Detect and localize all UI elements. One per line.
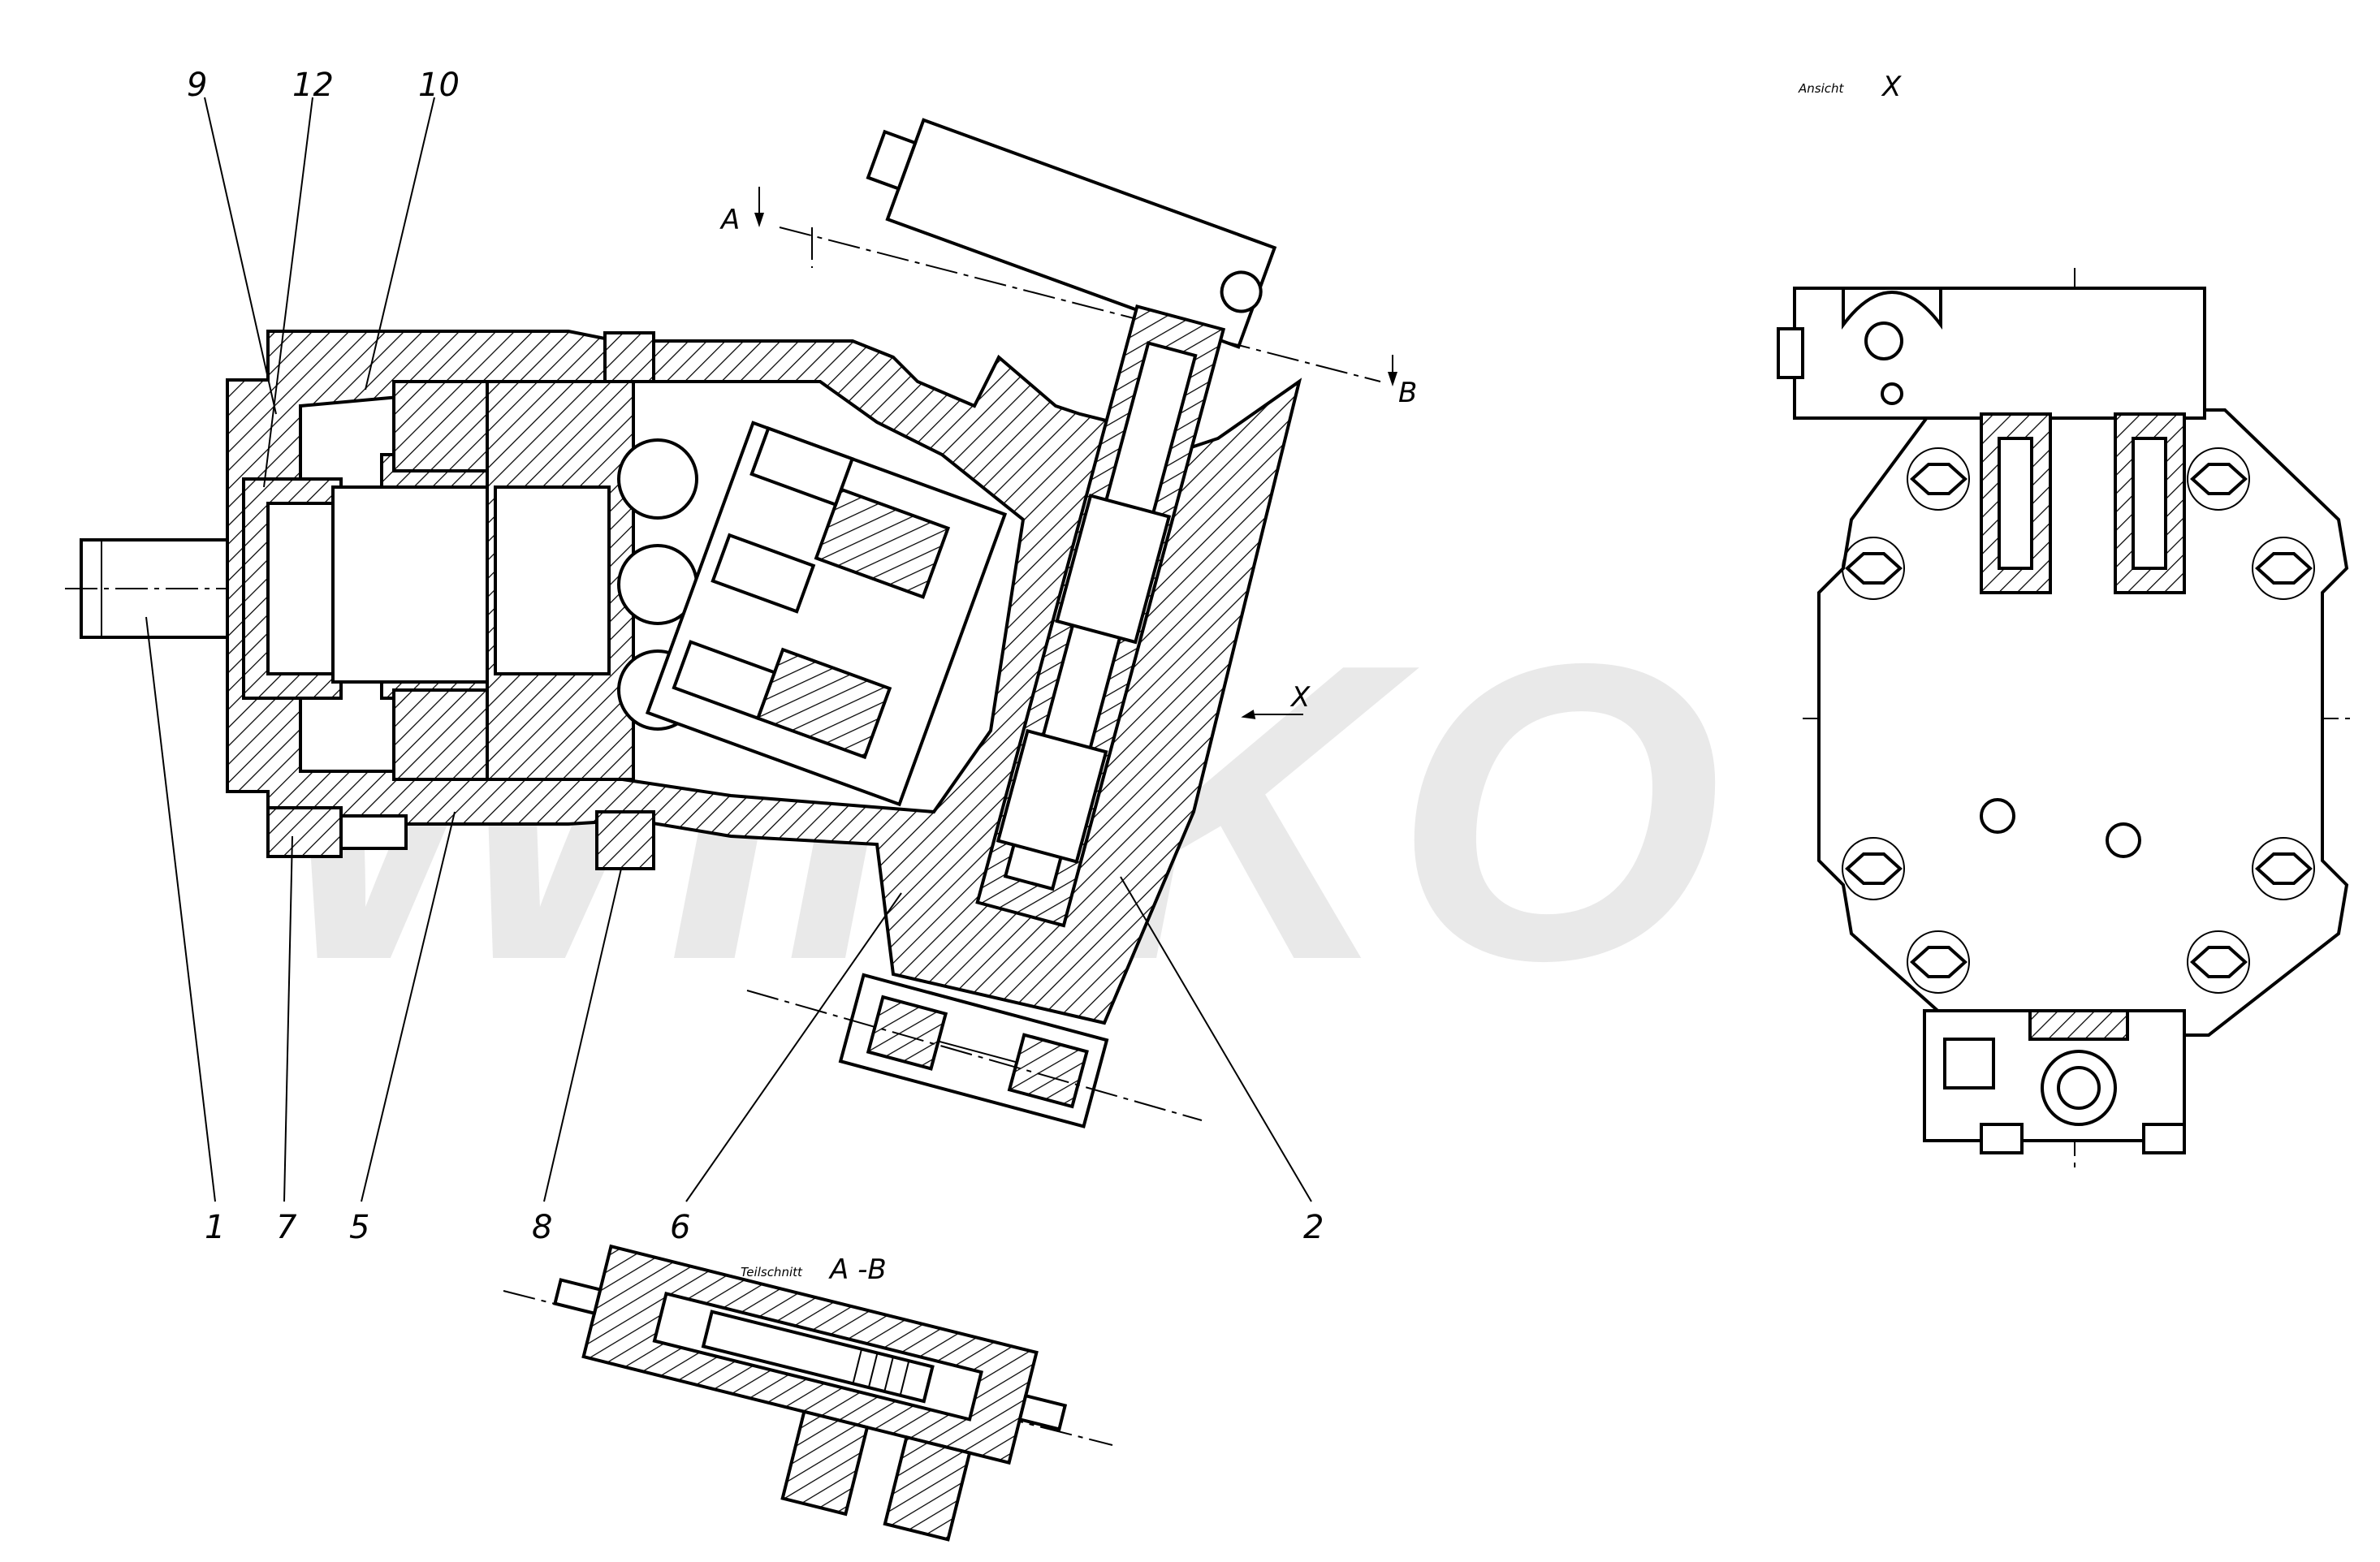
screw-7 bbox=[266, 806, 343, 858]
section-ab-prefix: Teilschnitt bbox=[741, 1265, 803, 1279]
part-label-9: 9 bbox=[187, 67, 207, 104]
bolt-mid-left bbox=[1845, 552, 1903, 585]
part-callouts: 9 12 10 1 7 5 8 6 2 bbox=[145, 67, 1324, 1246]
part-label-10: 10 bbox=[418, 67, 460, 104]
section-marker-b: B bbox=[1398, 377, 1417, 409]
bolt-bottom-left bbox=[1910, 946, 1967, 978]
view-x-bolts bbox=[1842, 447, 2315, 994]
view-marker-x: X bbox=[1289, 681, 1311, 714]
bolt-upper-right bbox=[2190, 463, 2248, 495]
plug-top bbox=[603, 331, 655, 383]
part-label-6: 6 bbox=[670, 1209, 690, 1246]
piston-ball-1 bbox=[617, 438, 698, 520]
part-label-1: 1 bbox=[205, 1209, 225, 1246]
section-ab-port-1 bbox=[780, 1409, 870, 1517]
part-label-2: 2 bbox=[1303, 1209, 1324, 1246]
part-label-12: 12 bbox=[292, 67, 334, 104]
bolt-bottom-right bbox=[2190, 946, 2248, 978]
view-x-prefix: Ansicht bbox=[1798, 81, 1845, 96]
section-marker-a: A bbox=[719, 204, 740, 236]
partial-section-ab: Teilschnitt A -B bbox=[503, 1244, 1113, 1542]
view-x-top-screw bbox=[1864, 321, 1903, 360]
view-x: Ansicht X bbox=[1777, 71, 2355, 1169]
bolt-low-right bbox=[2255, 852, 2313, 885]
view-x-control-block bbox=[1793, 287, 2206, 420]
part-label-5: 5 bbox=[349, 1209, 369, 1246]
section-ab-letters: A -B bbox=[828, 1253, 887, 1286]
part-label-8: 8 bbox=[532, 1209, 552, 1246]
bolt-upper-left bbox=[1910, 463, 1967, 495]
plug-8 bbox=[595, 810, 655, 870]
view-x-letter: X bbox=[1881, 71, 1902, 103]
view-x-port-left bbox=[1980, 798, 2015, 834]
main-section-view: A B X bbox=[65, 118, 1417, 1128]
bolt-low-left bbox=[1845, 852, 1903, 885]
part-label-7: 7 bbox=[276, 1209, 297, 1246]
bolt-mid-right bbox=[2255, 552, 2313, 585]
view-x-housing bbox=[1817, 408, 2349, 1037]
view-x-port-right bbox=[2106, 822, 2141, 858]
control-valve-body bbox=[885, 118, 1277, 349]
section-ab-port-2 bbox=[883, 1435, 972, 1542]
